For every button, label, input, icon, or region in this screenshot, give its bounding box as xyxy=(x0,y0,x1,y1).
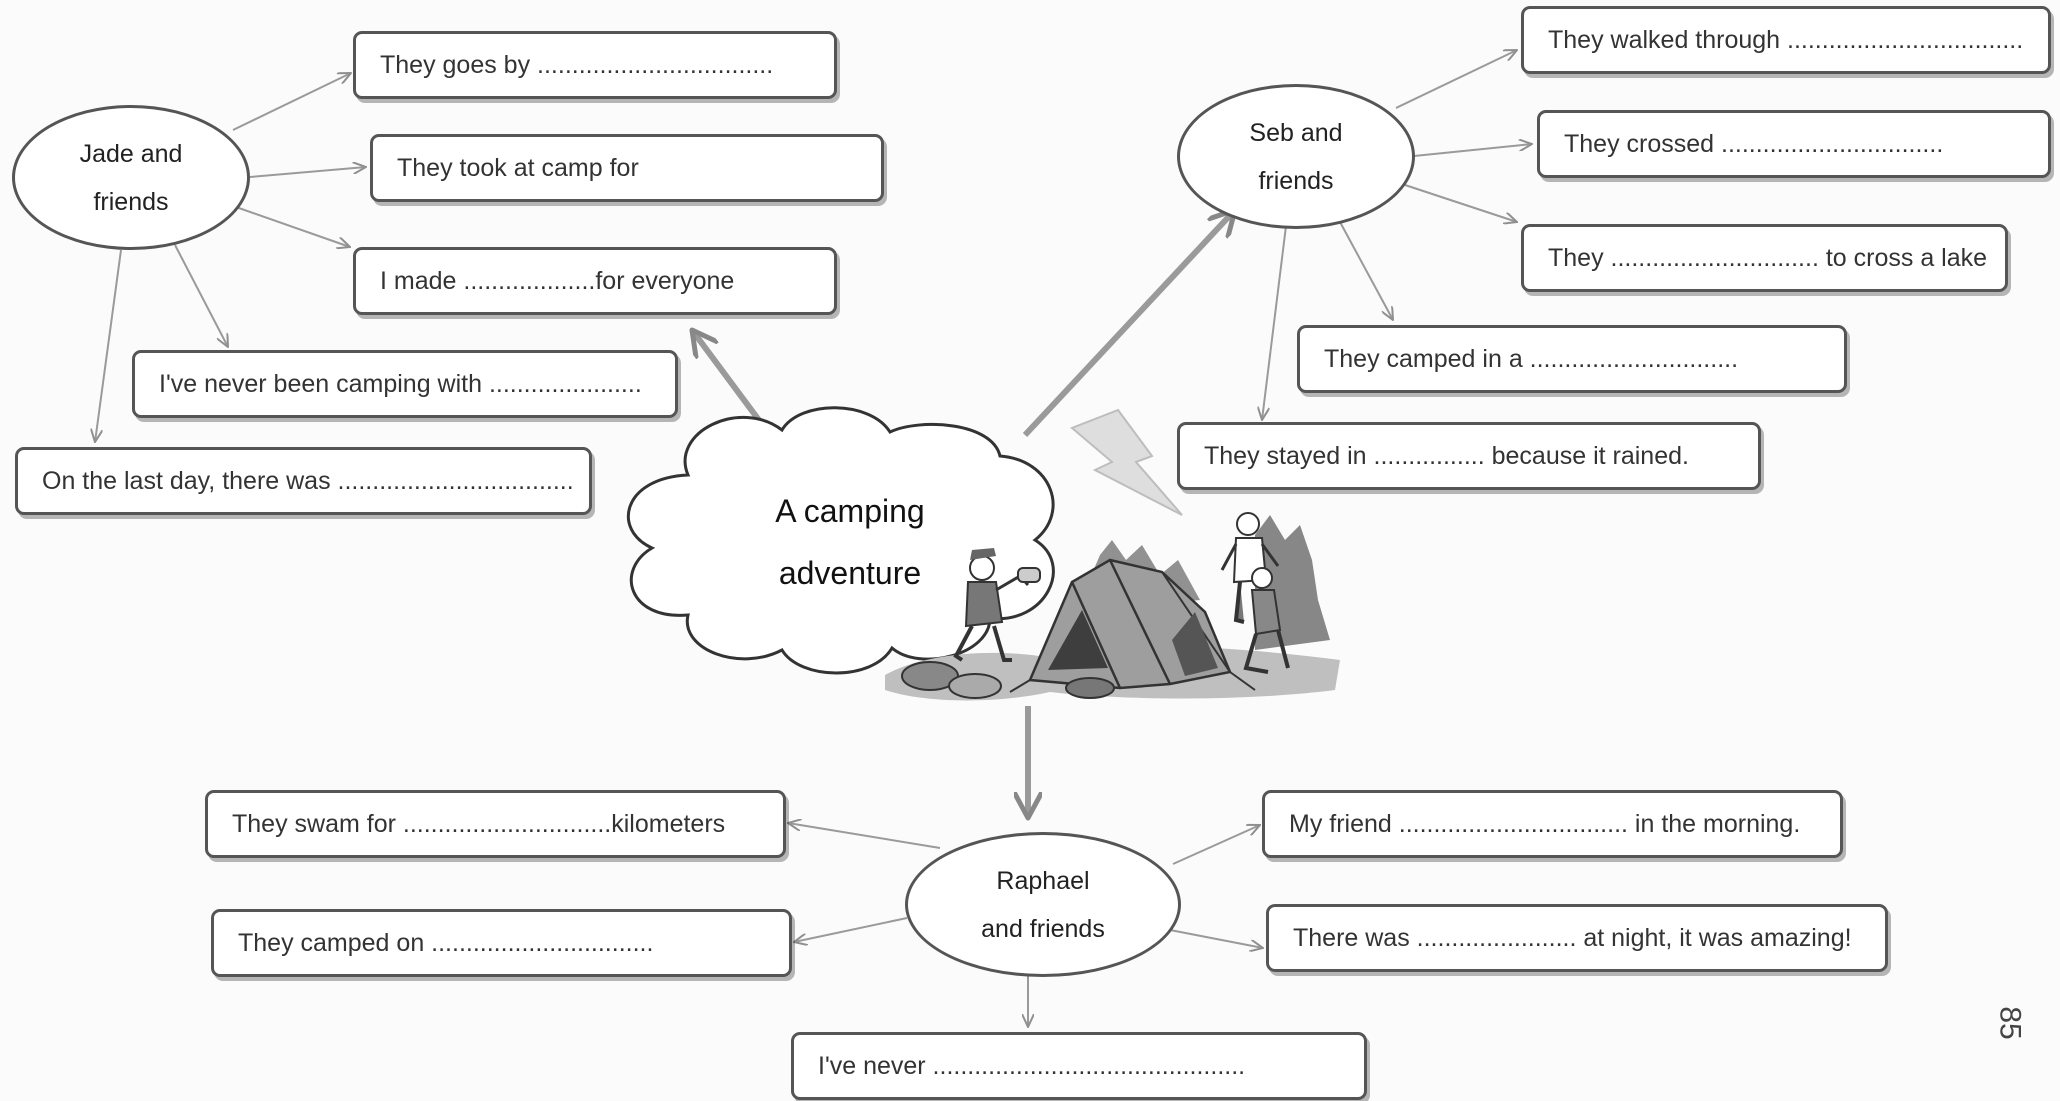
seb-node: Seb and friends xyxy=(1177,84,1415,229)
seb-prompt-1[interactable]: They walked through ....................… xyxy=(1521,6,2051,74)
camping-scene-icon xyxy=(885,512,1340,701)
center-to-seb-arrow xyxy=(1022,210,1235,438)
center-title: A camping adventure xyxy=(720,480,980,604)
seb-prompt-5[interactable]: They stayed in ................ because … xyxy=(1177,422,1761,490)
lightning-bolt-icon xyxy=(1070,408,1183,516)
raphael-prompt-5[interactable]: I've never .............................… xyxy=(791,1032,1367,1100)
raphael-node: Raphael and friends xyxy=(905,832,1181,977)
seb-node-line2: friends xyxy=(1258,166,1334,195)
jade-node-line1: Jade and xyxy=(79,139,183,168)
seb-connectors xyxy=(1262,50,1532,420)
jade-prompt-3[interactable]: I made ...................for everyone xyxy=(353,247,837,315)
center-title-line2: adventure xyxy=(778,555,922,591)
center-title-line1: A camping xyxy=(775,493,925,529)
jade-prompt-4[interactable]: I've never been camping with ...........… xyxy=(132,350,678,418)
jade-prompt-5[interactable]: On the last day, there was .............… xyxy=(15,447,592,515)
seb-prompt-3[interactable]: They .............................. to c… xyxy=(1521,224,2008,292)
raphael-prompt-4[interactable]: There was ....................... at nig… xyxy=(1266,904,1888,972)
jade-connectors xyxy=(95,73,366,442)
raphael-node-line2: and friends xyxy=(981,914,1105,943)
seb-node-line1: Seb and xyxy=(1249,118,1343,147)
seb-prompt-4[interactable]: They camped in a .......................… xyxy=(1297,325,1847,393)
jade-prompt-1[interactable]: They goes by ...........................… xyxy=(353,31,837,99)
jade-node: Jade and friends xyxy=(12,105,250,250)
seb-prompt-2[interactable]: They crossed ...........................… xyxy=(1537,110,2051,178)
raphael-prompt-3[interactable]: My friend ..............................… xyxy=(1262,790,1843,858)
jade-node-line2: friends xyxy=(93,187,169,216)
raphael-prompt-1[interactable]: They swam for ..........................… xyxy=(205,790,786,858)
raphael-prompt-2[interactable]: They camped on .........................… xyxy=(211,909,792,977)
page-number: 85 xyxy=(1993,1006,2027,1040)
raphael-connectors xyxy=(788,823,1263,1027)
jade-prompt-2[interactable]: They took at camp for xyxy=(370,134,884,202)
raphael-node-line1: Raphael xyxy=(996,866,1090,895)
